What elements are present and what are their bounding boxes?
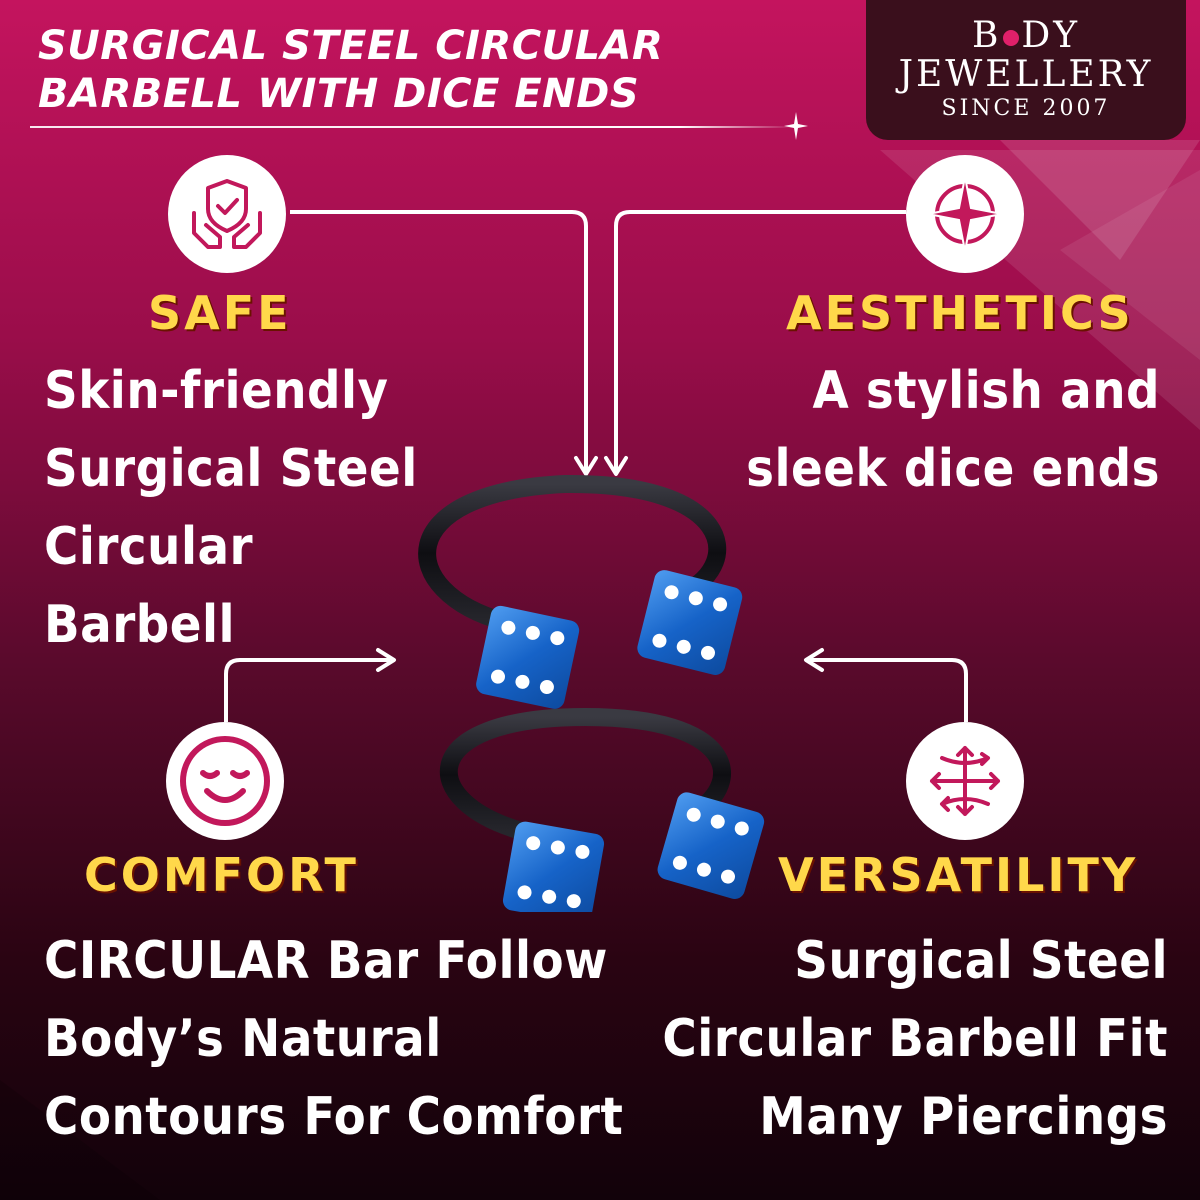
versatility-icon-badge (906, 722, 1024, 840)
upper-ring (418, 474, 727, 631)
four-point-star-icon (927, 176, 1003, 252)
sparkle-icon (784, 112, 808, 140)
upper-right-dice (637, 570, 743, 675)
page-title: SURGICAL STEEL CIRCULAR BARBELL WITH DIC… (38, 23, 664, 117)
comfort-heading: COMFORT (84, 848, 359, 902)
upper-left-dice (476, 605, 580, 709)
lower-ring (439, 707, 731, 841)
versatility-heading: VERSATILITY (778, 848, 1139, 902)
aesthetics-heading: AESTHETICS (786, 286, 1134, 340)
aesthetics-description: A stylish and sleek dice ends (746, 361, 1160, 499)
safe-heading: SAFE (148, 286, 292, 340)
comfort-icon-badge (166, 722, 284, 840)
multi-direction-arrows-icon (930, 746, 1000, 816)
comfort-description: CIRCULAR Bar Follow Body’s Natural Conto… (44, 931, 624, 1147)
safe-description: Skin-friendly Surgical Steel Circular Ba… (44, 361, 418, 655)
product-image (418, 474, 765, 912)
safe-icon-badge (168, 155, 286, 273)
aesthetics-icon-badge (906, 155, 1024, 273)
title-underline (30, 126, 795, 128)
versatility-description: Surgical Steel Circular Barbell Fit Many… (662, 931, 1168, 1147)
lower-right-dice (657, 792, 765, 899)
upper-barbell (418, 474, 743, 709)
hands-shield-check-icon (192, 179, 262, 249)
lower-barbell (439, 707, 765, 912)
brand-logo-dot (1003, 30, 1020, 46)
smiling-face-icon (180, 736, 270, 826)
lower-left-dice (502, 821, 605, 912)
